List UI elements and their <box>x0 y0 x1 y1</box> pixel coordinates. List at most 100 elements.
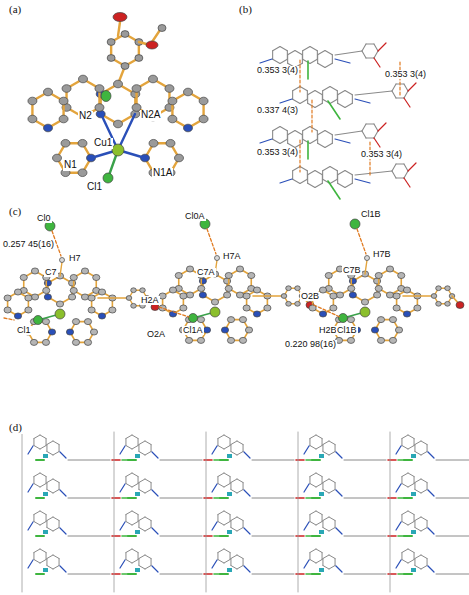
bond <box>47 479 53 483</box>
bond <box>46 521 47 528</box>
nitrogen-atom <box>44 124 53 132</box>
carbon-atom <box>347 317 354 323</box>
distance-label: 0.353 3(4) <box>360 150 403 159</box>
atom-label: Cl1 <box>16 326 32 335</box>
carbon-atom <box>59 97 68 105</box>
chain-bond <box>436 574 469 575</box>
bond <box>40 549 46 553</box>
panel-a-molecule <box>28 13 208 184</box>
bond <box>396 484 401 492</box>
carbon-atom <box>14 289 21 295</box>
bond <box>392 171 396 178</box>
bond <box>212 484 217 492</box>
nitrogen-atom <box>199 292 206 298</box>
bond <box>272 51 273 60</box>
bond <box>224 511 230 515</box>
copper-atom <box>360 307 370 317</box>
carbon-atom <box>69 294 76 300</box>
carbon-atom <box>186 266 193 272</box>
bond <box>322 483 323 490</box>
bond <box>46 477 47 484</box>
bond <box>304 522 309 530</box>
carbon-atom <box>239 317 246 323</box>
bond <box>152 528 158 534</box>
bond <box>404 98 410 107</box>
carbon-atom <box>165 85 174 93</box>
bond <box>428 490 434 496</box>
bond <box>404 171 408 178</box>
bond <box>408 549 414 553</box>
chlorine-atom <box>34 316 43 325</box>
bond <box>322 445 323 452</box>
bond <box>362 131 366 138</box>
bond <box>138 483 139 490</box>
bond <box>46 515 47 522</box>
bond <box>34 549 40 553</box>
bond <box>139 555 145 559</box>
bond <box>40 511 46 515</box>
bond <box>427 559 428 566</box>
bond <box>329 528 335 532</box>
nitrogen-atom <box>66 329 73 335</box>
chain-bond <box>252 460 294 461</box>
bond <box>408 484 414 488</box>
bond <box>329 479 335 483</box>
nitrogen-atom <box>98 313 105 319</box>
bond <box>132 511 138 515</box>
bond <box>329 490 335 494</box>
bond <box>404 178 410 187</box>
bond <box>120 446 125 454</box>
bond <box>402 560 408 564</box>
bond <box>402 522 408 526</box>
bond <box>132 446 138 450</box>
panel-letter: (d) <box>8 422 23 434</box>
carbon-atom <box>374 292 381 298</box>
bond <box>336 566 342 572</box>
carbon-atom <box>159 293 166 299</box>
carbon-atom <box>375 285 382 291</box>
carbon-atom <box>393 293 400 299</box>
carbon-atom <box>224 292 231 298</box>
bond <box>402 473 408 477</box>
atom-label: Cl1B <box>360 210 382 219</box>
carbon-atom <box>253 287 260 293</box>
bond <box>408 446 414 450</box>
bond <box>316 484 322 488</box>
carbon-atom <box>107 39 115 46</box>
atom-label: Cl1 <box>86 182 103 193</box>
bond <box>308 103 315 107</box>
bond <box>307 95 308 104</box>
chain-bond <box>252 498 294 499</box>
bond <box>237 479 243 483</box>
bond <box>310 446 316 450</box>
bond <box>325 131 332 135</box>
carbon-atom <box>70 274 77 280</box>
carbon-atom <box>98 289 105 295</box>
atom-label: H2B <box>318 326 338 335</box>
bond <box>310 139 317 143</box>
bond <box>151 521 152 528</box>
bond <box>138 477 139 484</box>
bond <box>126 473 132 477</box>
bond <box>151 483 152 490</box>
bond <box>273 59 280 63</box>
bond <box>404 164 408 171</box>
bond <box>428 452 434 458</box>
bond <box>315 103 322 107</box>
bond <box>304 484 309 492</box>
bond <box>287 135 288 144</box>
bond <box>151 445 152 452</box>
bond <box>345 91 352 95</box>
bond <box>33 515 34 522</box>
oxygen-bond <box>204 459 212 461</box>
carbon-atom <box>186 292 193 298</box>
atom-label: C7A <box>196 268 216 277</box>
bond <box>60 490 66 496</box>
oxygen-bond <box>388 497 396 499</box>
bond <box>335 51 362 55</box>
bond <box>300 179 307 183</box>
bond <box>46 553 47 560</box>
nitrogen-atom <box>221 327 228 333</box>
bond <box>336 452 342 458</box>
nitrogen-atom <box>44 294 51 300</box>
